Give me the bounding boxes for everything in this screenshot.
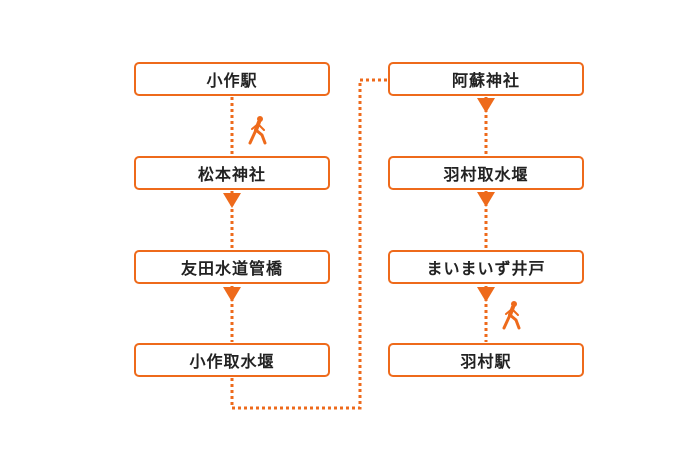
walking-person-icon bbox=[248, 116, 267, 145]
stop-box: 小作駅 bbox=[134, 62, 330, 96]
stop-label: まいまいず井戸 bbox=[426, 259, 546, 278]
stop-box: まいまいず井戸 bbox=[388, 250, 584, 284]
stop-box: 羽村取水堰 bbox=[388, 156, 584, 190]
stop-label: 友田水道管橋 bbox=[180, 259, 283, 278]
triangle-down-icon bbox=[477, 287, 495, 302]
stop-box: 羽村駅 bbox=[388, 343, 584, 377]
stop-label: 小作駅 bbox=[206, 71, 258, 90]
stop-label: 松本神社 bbox=[197, 165, 266, 184]
stop-box: 小作取水堰 bbox=[134, 343, 330, 377]
triangle-down-icon bbox=[223, 193, 241, 208]
triangle-down-icon bbox=[477, 192, 495, 207]
stop-box: 松本神社 bbox=[134, 156, 330, 190]
stop-label: 小作取水堰 bbox=[189, 352, 275, 371]
stop-box: 阿蘇神社 bbox=[388, 62, 584, 96]
walking-person-icon bbox=[502, 301, 521, 330]
stop-label: 羽村取水堰 bbox=[443, 165, 529, 184]
triangle-down-icon bbox=[477, 98, 495, 113]
stop-label: 羽村駅 bbox=[460, 352, 512, 371]
transfer-path bbox=[230, 78, 390, 410]
stop-label: 阿蘇神社 bbox=[451, 71, 520, 90]
triangle-down-icon bbox=[223, 287, 241, 302]
stop-box: 友田水道管橋 bbox=[134, 250, 330, 284]
